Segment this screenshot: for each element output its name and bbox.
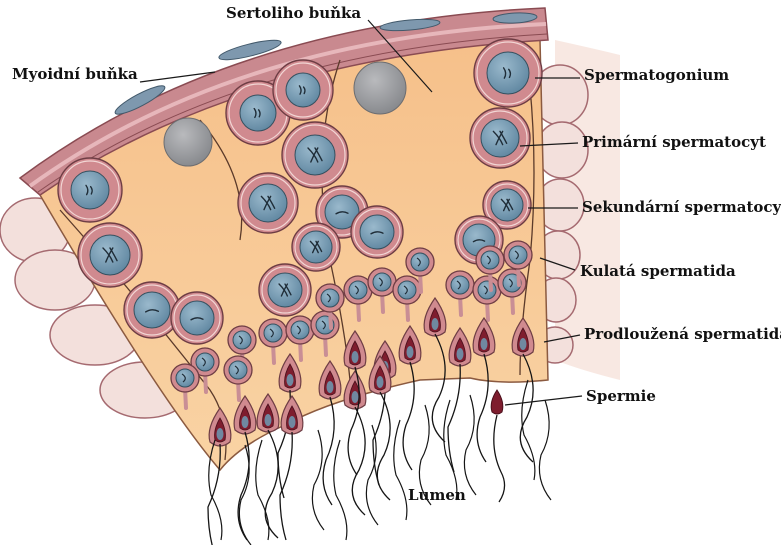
spermatogonium-cell xyxy=(273,60,333,120)
elongated-spermatid-cell xyxy=(234,396,256,540)
elongated-spermatid-cell xyxy=(399,326,421,470)
elongated-spermatid-cell xyxy=(448,328,471,472)
label-sertoli: Sertoliho buňka xyxy=(226,4,361,22)
secondary-spermatocyte-cell xyxy=(259,264,311,316)
primary-spermatocyte-cell xyxy=(282,122,348,188)
sperm-tail xyxy=(464,395,476,495)
sperm-tail xyxy=(256,440,269,540)
label-spermatogonium: Spermatogonium xyxy=(584,66,729,84)
elongated-spermatid-cell xyxy=(280,396,303,540)
sperm-tail xyxy=(539,400,551,500)
secondary-spermatocyte-cell xyxy=(171,292,223,344)
primary-spermatocyte-cell xyxy=(238,173,298,233)
sertoli-nucleus xyxy=(164,118,212,166)
elongated-spermatid-cell xyxy=(208,408,231,545)
elongated-spermatid-cell xyxy=(319,361,341,505)
label-elongated-spermatid: Prodloužená spermatida xyxy=(584,325,781,343)
label-round-spermatid: Kulatá spermatida xyxy=(580,262,736,280)
label-myoid: Myoidní buňka xyxy=(12,65,138,83)
primary-spermatocyte-cell xyxy=(470,108,530,168)
elongated-spermatid-cell xyxy=(257,394,279,538)
label-sperm: Spermie xyxy=(586,387,656,405)
spermatogonium-cell xyxy=(474,39,542,107)
elongated-spermatid-cell xyxy=(344,371,366,515)
secondary-spermatocyte-cell xyxy=(292,223,340,271)
sperm-tail xyxy=(312,430,324,530)
spermatogonium-cell xyxy=(58,158,122,222)
leader-sperm xyxy=(505,396,582,405)
label-secondary-spermatocyte: Sekundární spermatocyt xyxy=(582,198,781,216)
secondary-spermatocyte-cell xyxy=(351,206,403,258)
label-lumen: Lumen xyxy=(408,486,466,504)
sperm-tail xyxy=(444,400,457,500)
label-primary-spermatocyte: Primární spermatocyt xyxy=(582,133,766,151)
elongated-spermatid-cell xyxy=(512,318,534,462)
sperm-tail xyxy=(334,440,347,540)
elongated-spermatid-cell xyxy=(473,318,495,462)
sertoli-nucleus xyxy=(354,62,406,114)
free-sperm-cell xyxy=(491,390,504,502)
primary-spermatocyte-cell xyxy=(78,223,142,287)
sperm-tail xyxy=(394,420,407,520)
